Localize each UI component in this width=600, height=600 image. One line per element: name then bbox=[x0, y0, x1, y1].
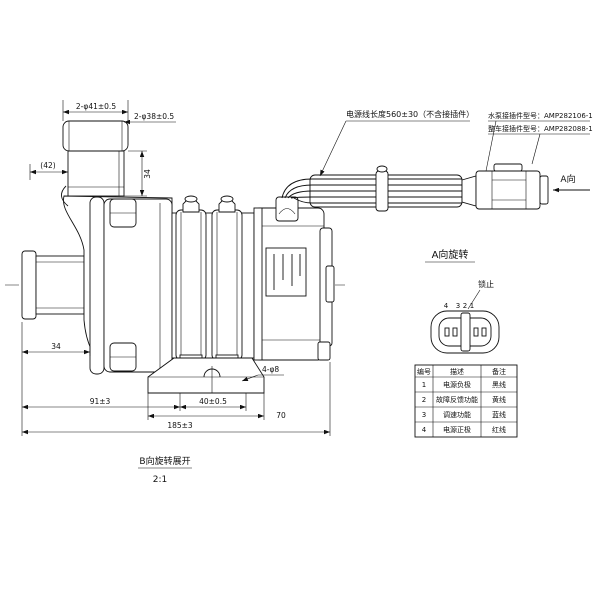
dim-mount-offset: 91±3 bbox=[90, 397, 111, 406]
outlet-pipe bbox=[62, 120, 129, 197]
dim-mount-holes: 4-φ8 bbox=[262, 365, 279, 374]
connector-pin-3 bbox=[452, 327, 458, 337]
clamp-bolt-1-head bbox=[184, 195, 198, 203]
volute-shoulder bbox=[61, 185, 69, 207]
connector-face-lock-tab bbox=[460, 312, 471, 352]
pin-table-cell: 2 bbox=[422, 396, 426, 404]
cable-gland bbox=[275, 196, 299, 222]
controller-edge-strip bbox=[253, 207, 263, 361]
vehicle-connector-model: 整车接插件型号：AMP282088-1 bbox=[488, 124, 593, 133]
connector-body bbox=[475, 170, 541, 210]
pin-label-4: 4 bbox=[444, 302, 449, 310]
cable-wire-1 bbox=[281, 178, 462, 199]
pin-table-header-remark: 备注 bbox=[492, 367, 506, 376]
clamp-band-2 bbox=[211, 209, 243, 361]
top-dimensions: 2-φ41±0.5 2-φ38±0.5 34 (42) bbox=[29, 100, 176, 197]
cable-wire-4 bbox=[290, 196, 462, 199]
pin-table: 编号 描述 备注 1 电源负极 黑线 2 故障反馈功能 黄线 3 调速功能 蓝线… bbox=[414, 364, 518, 438]
connector-pin-2 bbox=[473, 327, 479, 337]
controller-end-bump bbox=[325, 265, 335, 303]
view-a-title: A向旋转 bbox=[432, 248, 469, 261]
lock-label: 锁止 bbox=[478, 279, 494, 289]
connector-pin-4 bbox=[444, 327, 450, 337]
connector-latch bbox=[493, 163, 523, 172]
outlet-tube bbox=[67, 150, 125, 197]
clamp-bolt-2-head bbox=[220, 195, 234, 203]
pin-table-cell: 1 bbox=[422, 381, 426, 389]
connector-end-cap bbox=[539, 175, 549, 205]
dim-hole-spacing: 40±0.5 bbox=[199, 397, 227, 406]
dim-overall-length: 185±3 bbox=[167, 421, 193, 430]
inlet-pipe bbox=[21, 250, 85, 320]
leader-mount-holes bbox=[241, 374, 284, 382]
clamp-band-1 bbox=[175, 209, 207, 361]
pin-table-cell: 电源正极 bbox=[443, 425, 471, 434]
dim-inlet-length: 34 bbox=[51, 342, 61, 351]
cable-tie-head bbox=[376, 165, 388, 173]
pin-table-cell: 4 bbox=[422, 426, 427, 434]
pump-connector-model: 水泵接插件型号：AMP282106-1 bbox=[488, 111, 593, 120]
cable-wire-2 bbox=[284, 184, 462, 199]
dim-outlet-diameter: 2-φ41±0.5 bbox=[76, 102, 116, 111]
dim-base-width: 70 bbox=[276, 411, 286, 420]
product-label bbox=[265, 247, 307, 297]
cable-tie bbox=[375, 170, 389, 212]
power-cable bbox=[281, 165, 463, 212]
controller-housing bbox=[253, 196, 335, 361]
outlet-collar bbox=[62, 120, 129, 152]
pin-table-cell: 3 bbox=[422, 411, 426, 419]
connector-pin-1 bbox=[481, 327, 487, 337]
view-a-connector-face: A向旋转 锁止 4 3 2 1 bbox=[425, 248, 500, 354]
pin-table-cell: 黑线 bbox=[492, 380, 506, 389]
pin-table-cell: 故障反馈功能 bbox=[436, 395, 478, 404]
pin-table-cell: 红线 bbox=[492, 425, 506, 434]
pin-table-header-number: 编号 bbox=[417, 367, 431, 376]
pin-table-cell: 黄线 bbox=[492, 395, 506, 404]
pump-connector bbox=[461, 163, 549, 210]
vehicle-connector-leader bbox=[531, 133, 541, 165]
dim-outlet-height: 34 bbox=[143, 169, 152, 179]
pin-table-cell: 调速功能 bbox=[443, 410, 471, 419]
connector-boot bbox=[461, 175, 477, 207]
controller-foot bbox=[317, 341, 331, 361]
dim-outlet-offset: (42) bbox=[40, 161, 55, 170]
pin-label-1: 1 bbox=[470, 302, 474, 310]
volute-flange bbox=[89, 196, 105, 375]
pin-table-header-description: 描述 bbox=[450, 367, 464, 376]
pin-table-border bbox=[414, 364, 518, 438]
bottom-dimensions: 34 91±3 40±0.5 70 4-φ8 185±3 bbox=[21, 322, 331, 436]
view-b-scale: 2:1 bbox=[153, 475, 167, 485]
view-a-arrow-label: A向 bbox=[560, 173, 575, 185]
pump-connector-leader bbox=[485, 120, 497, 172]
dim-inner-diameter: 2-φ38±0.5 bbox=[134, 112, 174, 121]
mounting-bracket bbox=[147, 357, 265, 394]
inlet-tube bbox=[35, 255, 85, 315]
pin-label-3: 3 bbox=[456, 302, 460, 310]
cable-wire-5 bbox=[293, 197, 462, 204]
cable-gland-curve bbox=[278, 208, 296, 215]
cable-length-leader bbox=[319, 120, 347, 177]
pin-label-2: 2 bbox=[463, 302, 467, 310]
motor-body bbox=[171, 195, 255, 362]
lock-leader bbox=[467, 289, 481, 310]
view-b-title: B向旋转展开 bbox=[139, 455, 190, 467]
cable-length-note: 电源线长度560±30（不含接插件） bbox=[346, 109, 474, 119]
pin-table-cell: 电源负极 bbox=[443, 380, 471, 389]
inlet-bead bbox=[21, 250, 37, 320]
pin-table-cell: 蓝线 bbox=[492, 410, 506, 419]
cable-wire-3 bbox=[287, 190, 462, 199]
